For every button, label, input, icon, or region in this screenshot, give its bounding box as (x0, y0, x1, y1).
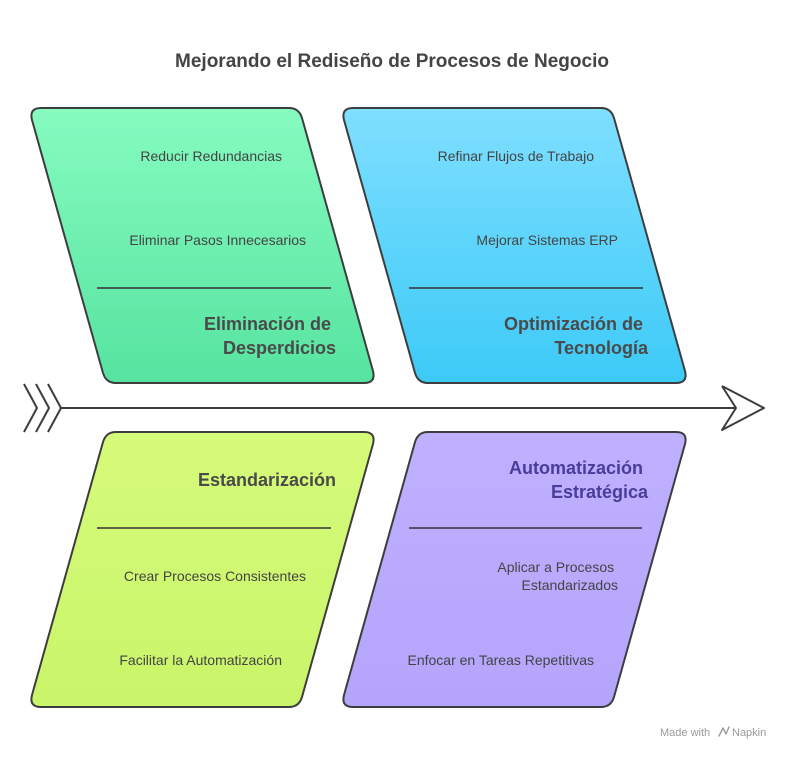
spine (23, 383, 765, 433)
branch-optimizacion: Refinar Flujos de Trabajo Mejorar Sistem… (342, 107, 687, 384)
credit-brand: Napkin (732, 727, 766, 739)
branch-automatizacion: Automatización Estratégica Aplicar a Pro… (342, 431, 687, 708)
branch-estandarizacion-item-1: Crear Procesos Consistentes (124, 568, 306, 584)
arrowhead-icon (721, 385, 765, 431)
credit-made-with: Made with (660, 727, 710, 739)
branch-eliminacion-item-2: Eliminar Pasos Innecesarios (129, 232, 306, 248)
branch-optimizacion-item-2: Mejorar Sistemas ERP (476, 232, 618, 248)
branch-estandarizacion-heading: Estandarización (198, 470, 336, 490)
chevron-tail-icon (23, 383, 62, 433)
branch-automatizacion-heading: Automatización Estratégica (509, 458, 649, 502)
branch-optimizacion-heading: Optimización de Tecnología (504, 314, 649, 358)
branch-estandarizacion: Estandarización Crear Procesos Consisten… (30, 431, 375, 708)
branch-eliminacion: Reducir Redundancias Eliminar Pasos Inne… (30, 107, 375, 384)
made-with-credit: Made with Napkin (660, 726, 766, 739)
branch-automatizacion-item-1: Aplicar a Procesos Estandarizados (497, 559, 618, 593)
branch-estandarizacion-item-2: Facilitar la Automatización (119, 652, 282, 668)
branch-eliminacion-item-1: Reducir Redundancias (140, 148, 282, 164)
napkin-logo-icon (718, 726, 730, 737)
branch-eliminacion-shape (30, 107, 375, 384)
branch-eliminacion-heading: Eliminación de Desperdicios (204, 314, 336, 358)
branch-estandarizacion-shape (30, 431, 375, 708)
page-title: Mejorando el Rediseño de Procesos de Neg… (175, 51, 609, 72)
branch-automatizacion-shape (342, 431, 687, 708)
branch-optimizacion-item-1: Refinar Flujos de Trabajo (438, 148, 595, 164)
branch-optimizacion-shape (342, 107, 687, 384)
branch-automatizacion-item-2: Enfocar en Tareas Repetitivas (407, 652, 594, 668)
